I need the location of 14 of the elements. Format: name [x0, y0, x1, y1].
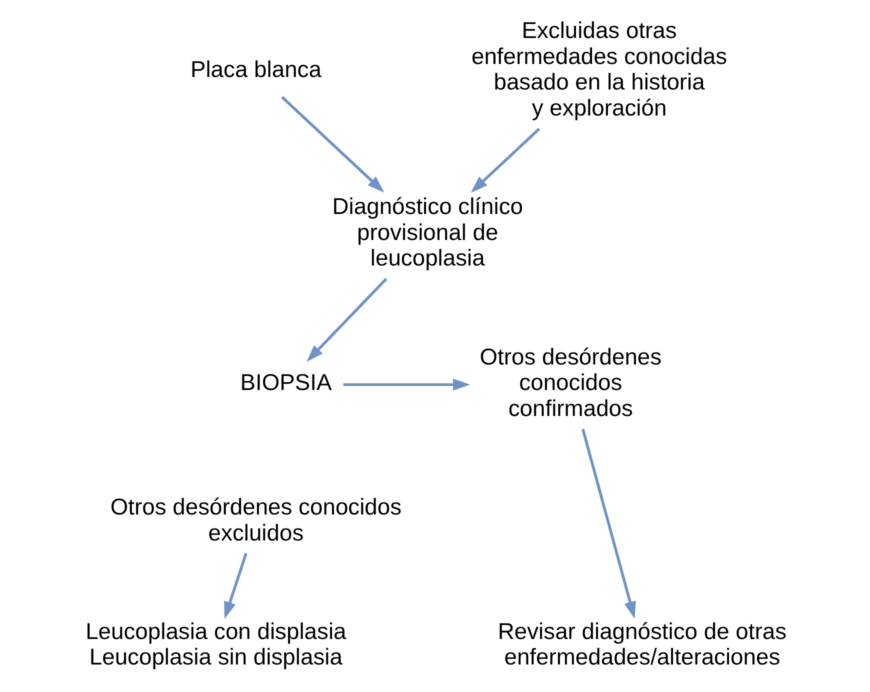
arrow	[280, 96, 384, 193]
node-text: Diagnóstico clínico provisional de leucoplasia	[332, 193, 522, 271]
arrow	[470, 128, 540, 193]
node-text: Leucoplasia con displasia Leucoplasia sin displasia	[85, 618, 346, 670]
node-text: Placa blanca	[190, 56, 321, 82]
arrow	[580, 428, 636, 619]
arrow	[306, 278, 387, 362]
node-text: Revisar diagnóstico de otras enfermedades/alteraciones	[497, 618, 786, 670]
arrow	[342, 378, 470, 391]
node-text: Excluidas otras enfermedades conocidas basado en la historia y exploración	[470, 17, 727, 120]
node-text: Otros desórdenes conocidos confirmados	[479, 343, 662, 421]
node-text: BIOPSIA	[240, 369, 332, 396]
arrow	[224, 552, 247, 619]
node-text: Otros desórdenes conocidos excluidos	[110, 494, 402, 546]
